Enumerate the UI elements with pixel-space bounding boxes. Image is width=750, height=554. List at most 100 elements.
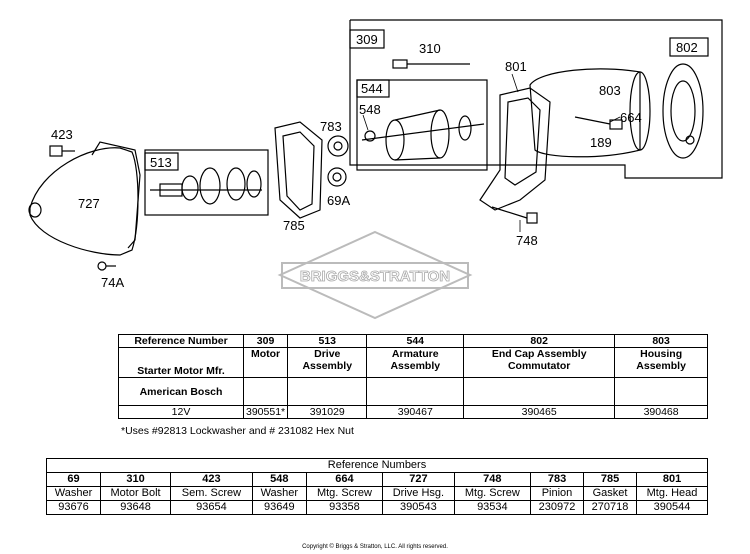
cell-desc-423: Sem. Screw [170, 486, 253, 501]
mounting-head-801 [479, 87, 551, 211]
drive-housing-flange [91, 141, 141, 249]
end-cap-box-802 [669, 37, 709, 57]
washer-548 [364, 130, 376, 142]
armature-544 [361, 109, 485, 161]
cell-desc-664: Mtg. Screw [305, 486, 384, 501]
copyright: Copyright © Briggs & Stratton, LLC. All … [302, 544, 448, 550]
callout-544: 544 [361, 81, 383, 96]
cell-val-727: 390543 [382, 500, 455, 515]
callout-513: 513 [150, 155, 172, 170]
cell-ref-548: 548 [251, 472, 307, 487]
mfr-name: American Bosch [118, 377, 244, 406]
ref-309: 309 [242, 334, 289, 348]
mtg-screw-748 [491, 206, 538, 224]
pinion-783 [327, 135, 349, 157]
drive-housing-nose [28, 202, 42, 218]
callout-548: 548 [359, 102, 381, 117]
desc-544: Armature Assembly [366, 347, 465, 378]
callout-189: 189 [590, 135, 612, 150]
callout-727: 727 [78, 196, 100, 211]
mtg-screw-664 [574, 116, 623, 130]
label-box-544 [356, 79, 390, 98]
gasket-785 [274, 121, 323, 219]
armature-box-544 [356, 79, 488, 171]
ref-number-label: Reference Number [118, 334, 244, 348]
cell-val-783: 230972 [529, 500, 585, 515]
cell-val-310: 93648 [100, 500, 172, 515]
callout-785: 785 [283, 218, 305, 233]
cell-desc-69: Washer [45, 486, 102, 501]
leader-lines [362, 73, 621, 232]
value-802: 390465 [463, 405, 616, 419]
motor-box-309 [349, 19, 723, 179]
cell-desc-785: Gasket [583, 486, 638, 501]
callout-664: 664 [620, 110, 642, 125]
cell-val-423: 93654 [170, 500, 253, 515]
desc-309: Motor [242, 347, 289, 378]
callout-802: 802 [676, 40, 698, 55]
cell-val-548: 93649 [251, 500, 307, 515]
cell-val-69: 93676 [45, 500, 102, 515]
callout-801: 801 [505, 59, 527, 74]
cell-val-664: 93358 [305, 500, 384, 515]
cell-ref-783: 783 [529, 472, 585, 487]
label-box-513 [144, 152, 179, 171]
briggs-stratton-logo [277, 230, 473, 320]
value-513: 391029 [287, 405, 368, 419]
footnote: *Uses #92813 Lockwasher and # 231082 Hex… [121, 425, 354, 437]
washer-69A [327, 167, 347, 187]
desc-513: Drive Assembly [287, 347, 368, 378]
cell-ref-801: 801 [636, 472, 708, 487]
cell-val-801: 390544 [636, 500, 708, 515]
callout-748: 748 [516, 233, 538, 248]
callout-803: 803 [599, 83, 621, 98]
starter-motor-table: Reference Number 309 513 544 802 803 Sta… [118, 334, 708, 419]
end-cap-802 [662, 63, 704, 159]
callout-309: 309 [356, 32, 378, 47]
part-74A [97, 261, 116, 271]
cell-ref-785: 785 [583, 472, 638, 487]
cell-desc-748: Mtg. Screw [453, 486, 532, 501]
logo-text: BRIGGS&STRATTON [300, 268, 450, 285]
value-544: 390467 [366, 405, 465, 419]
cell-val-748: 93534 [453, 500, 532, 515]
cell-desc-548: Washer [251, 486, 307, 501]
ref-803: 803 [614, 334, 708, 348]
cell-ref-310: 310 [100, 472, 172, 487]
ref-802: 802 [463, 334, 616, 348]
voltage: 12V [118, 405, 244, 419]
value-309: 390551* [242, 405, 289, 419]
cell-ref-664: 664 [305, 472, 384, 487]
drive-box-513 [144, 149, 269, 216]
callout-69A: 69A [327, 193, 350, 208]
value-803: 390468 [614, 405, 708, 419]
ref-513: 513 [287, 334, 368, 348]
callout-423: 423 [51, 127, 73, 142]
callout-74A: 74A [101, 275, 124, 290]
cell-desc-727: Drive Hsg. [382, 486, 455, 501]
cell-desc-310: Motor Bolt [100, 486, 172, 501]
drive-assembly-parts [150, 167, 262, 205]
cell-desc-801: Mtg. Head [636, 486, 708, 501]
cell-val-785: 270718 [583, 500, 638, 515]
motor-bolt-310 [392, 59, 470, 69]
callout-310: 310 [419, 41, 441, 56]
reference-numbers-title: Reference Numbers [46, 458, 708, 473]
cell-ref-727: 727 [382, 472, 455, 487]
ref-544: 544 [366, 334, 465, 348]
label-box-309 [349, 29, 385, 49]
cell-ref-748: 748 [453, 472, 532, 487]
cell-ref-423: 423 [170, 472, 253, 487]
sem-screw-423 [49, 145, 75, 157]
exploded-parts-diagram: BRIGGS&STRATTON 309 310 801 802 803 544 … [28, 19, 723, 320]
cell-ref-69: 69 [45, 472, 102, 487]
cell-desc-783: Pinion [529, 486, 585, 501]
mfr-label: Starter Motor Mfr. [118, 347, 244, 378]
desc-803: Housing Assembly [614, 347, 708, 378]
desc-802: End Cap Assembly Commutator [463, 347, 616, 378]
callout-783: 783 [320, 119, 342, 134]
